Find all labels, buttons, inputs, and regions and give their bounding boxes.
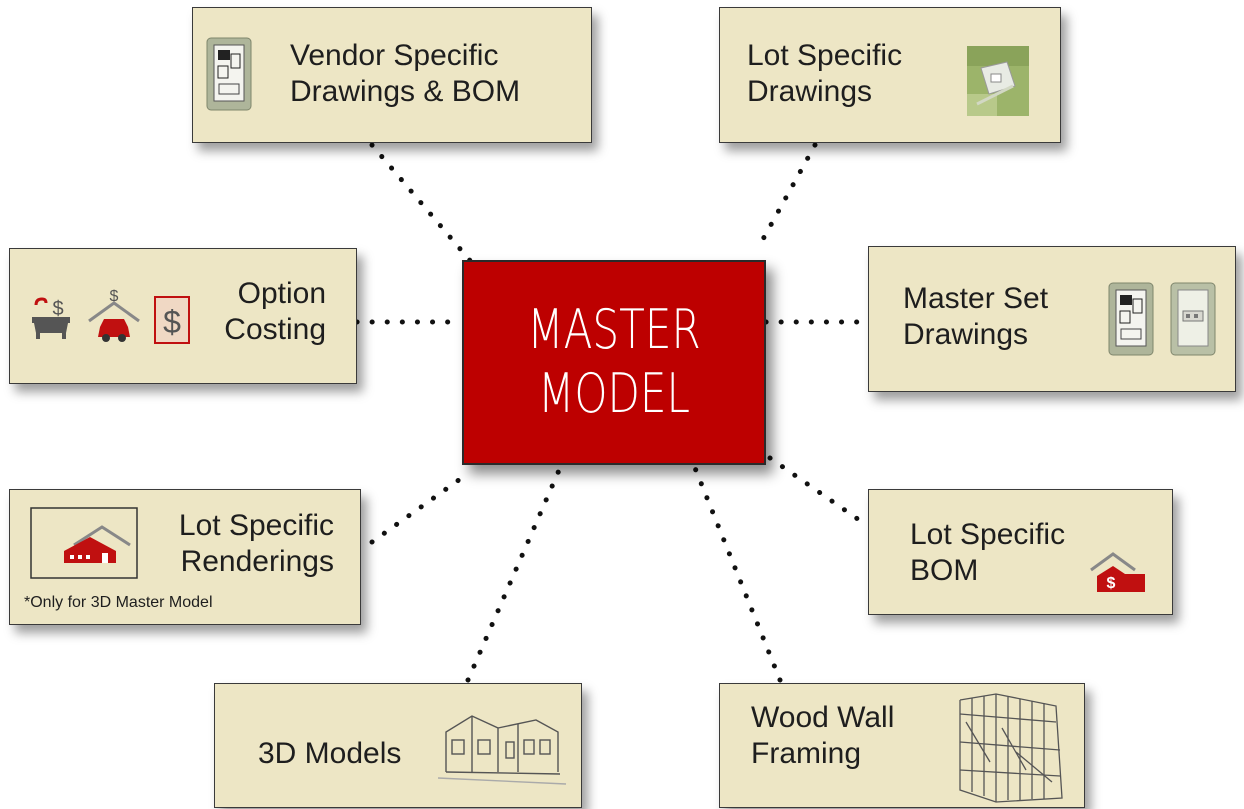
node-3d-models: 3D Models (214, 683, 582, 808)
house-rendering-icon (30, 507, 138, 584)
node-lot-bom-line2: BOM (910, 554, 979, 587)
house-dollar-icon: $ (1087, 548, 1151, 599)
connector-renderings (369, 469, 473, 545)
svg-text:$: $ (110, 288, 119, 305)
node-vendor-line1: Vendor Specific (290, 39, 499, 72)
node-lot-drawings-line2: Drawings (747, 75, 873, 108)
master-line2: MODEL (537, 362, 691, 425)
node-option-costing: $ $ $ Option Costing (9, 248, 357, 384)
connector-lot-drawings (754, 142, 818, 253)
connector-framing (692, 465, 783, 683)
node-renderings-line2: Renderings (180, 545, 334, 578)
node-framing-line2: Framing (751, 737, 862, 770)
elevation-sheet-icon (1169, 281, 1217, 364)
node-lot-bom: Lot Specific BOM $ (868, 489, 1173, 615)
node-option-line1: Option (237, 277, 326, 310)
connector-3d-models (465, 465, 563, 683)
connector-lot-bom (767, 455, 865, 525)
wall-framing-icon (956, 692, 1066, 809)
floorplan-sheet-icon (205, 36, 253, 119)
svg-text:$: $ (52, 298, 63, 320)
node-vendor-line2: Drawings & BOM (290, 75, 521, 108)
node-lot-drawings: Lot Specific Drawings (719, 7, 1061, 143)
node-master-set-line2: Drawings (903, 318, 1029, 351)
node-wood-wall-framing: Wood Wall Framing (719, 683, 1085, 808)
master-model-box: MASTER MODEL (462, 260, 766, 465)
svg-text:$: $ (1107, 575, 1116, 592)
floorplan-sheet-icon (1107, 281, 1155, 364)
node-vendor-drawings: Vendor Specific Drawings & BOM (192, 7, 592, 143)
svg-text:$: $ (163, 304, 181, 340)
node-framing-line1: Wood Wall (751, 701, 895, 734)
node-lot-renderings: Lot Specific Renderings *Only for 3D Mas… (9, 489, 361, 625)
node-master-set-drawings: Master Set Drawings (868, 246, 1236, 392)
site-plan-photo-icon (967, 46, 1029, 121)
dollar-tag-icon: $ (153, 295, 191, 350)
node-3d-models-line1: 3D Models (258, 737, 402, 770)
master-line1: MASTER (527, 298, 701, 361)
connector-vendor (369, 142, 481, 273)
renderings-footnote: *Only for 3D Master Model (24, 594, 213, 611)
wireframe-house-icon (437, 698, 568, 791)
garage-car-dollar-icon: $ (86, 285, 142, 352)
node-lot-drawings-line1: Lot Specific (747, 39, 903, 72)
node-renderings-line1: Lot Specific (178, 509, 334, 542)
node-option-line2: Costing (224, 313, 326, 346)
node-master-set-line1: Master Set (903, 282, 1049, 315)
bathtub-dollar-icon: $ (28, 295, 76, 348)
node-lot-bom-line1: Lot Specific (910, 518, 1066, 551)
